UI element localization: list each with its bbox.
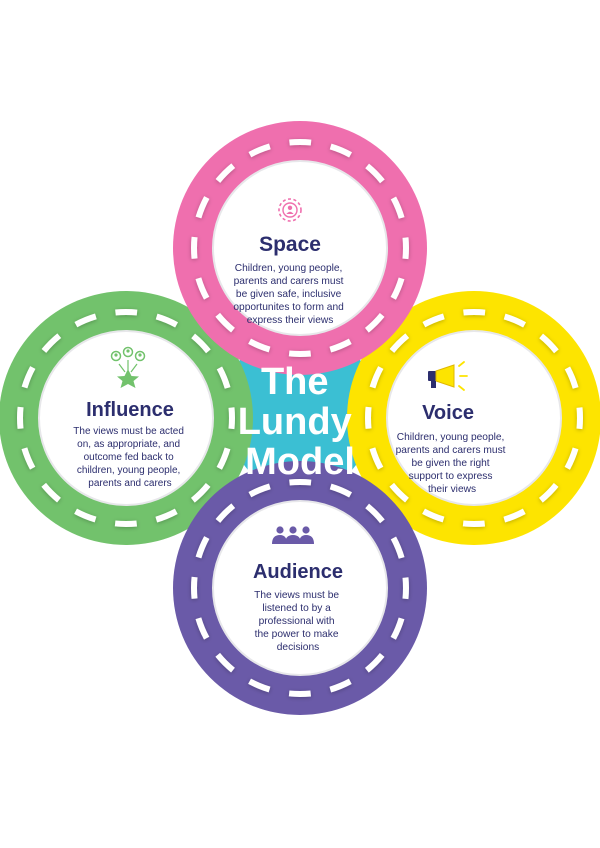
space-body-line-3: be given safe, inclusive [236, 289, 342, 300]
center-title: The Lundy Model [238, 361, 363, 483]
voice-body-line-4: support to express [409, 471, 493, 482]
audience-body-line-1: The views must be [254, 590, 339, 601]
center-title-line-1: The [261, 361, 329, 403]
influence-body-line-4: children, young people, [77, 465, 180, 476]
ring-audience-inner [212, 500, 388, 676]
ring-space-dashes [191, 139, 409, 357]
space-heading: Space [259, 233, 321, 256]
audience-body-line-3: professional with [259, 616, 335, 627]
ring-audience [173, 461, 427, 715]
voice-body-line-2: parents and carers must [396, 445, 506, 456]
space-content: Space Children, young people, parents an… [233, 198, 346, 326]
audience-body-line-2: listened to by a [262, 603, 331, 614]
ring-influence-dashes [17, 309, 235, 527]
people-star-icon [110, 346, 146, 388]
center-title-line-2: Lundy [238, 401, 352, 443]
space-body-line-4: opportunites to form and [233, 302, 344, 313]
voice-body: Children, young people, parents and care… [396, 432, 509, 495]
center-title-line-3: Model [245, 441, 355, 483]
influence-heading: Influence [86, 399, 174, 421]
group-of-people-icon [272, 526, 314, 544]
audience-body: The views must be listened to by a profe… [254, 590, 342, 653]
space-body-line-1: Children, young people, [235, 263, 343, 274]
audience-body-line-5: decisions [277, 642, 319, 653]
space-body-line-5: express their views [247, 315, 334, 326]
space-body-line-2: parents and carers must [234, 276, 344, 287]
voice-body-line-5: their views [428, 484, 476, 495]
ring-voice-dashes [365, 309, 583, 527]
influence-content: Influence The views must be acted on, as… [73, 346, 186, 489]
influence-body: The views must be acted on, as appropria… [73, 426, 186, 489]
ring-audience-dashes [191, 479, 409, 697]
audience-body-line-4: the power to make [255, 629, 339, 640]
ring-space [173, 121, 427, 375]
voice-content: Voice Children, young people, parents an… [396, 361, 509, 495]
voice-body-line-1: Children, young people, [397, 432, 505, 443]
voice-heading: Voice [422, 402, 474, 424]
space-body: Children, young people, parents and care… [233, 263, 346, 326]
ring-space-inner [212, 160, 388, 336]
audience-heading: Audience [253, 561, 343, 583]
person-target-icon [278, 198, 302, 222]
influence-body-line-3: outcome fed back to [84, 452, 174, 463]
ring-influence [0, 291, 253, 545]
influence-body-line-2: on, as appropriate, and [77, 439, 180, 450]
influence-body-line-5: parents and carers [88, 478, 171, 489]
voice-body-line-3: be given the right [411, 458, 489, 469]
audience-content: Audience The views must be listened to b… [253, 526, 343, 653]
ring-influence-inner [38, 330, 214, 506]
influence-body-line-1: The views must be acted [73, 426, 184, 437]
megaphone-icon [428, 361, 468, 391]
